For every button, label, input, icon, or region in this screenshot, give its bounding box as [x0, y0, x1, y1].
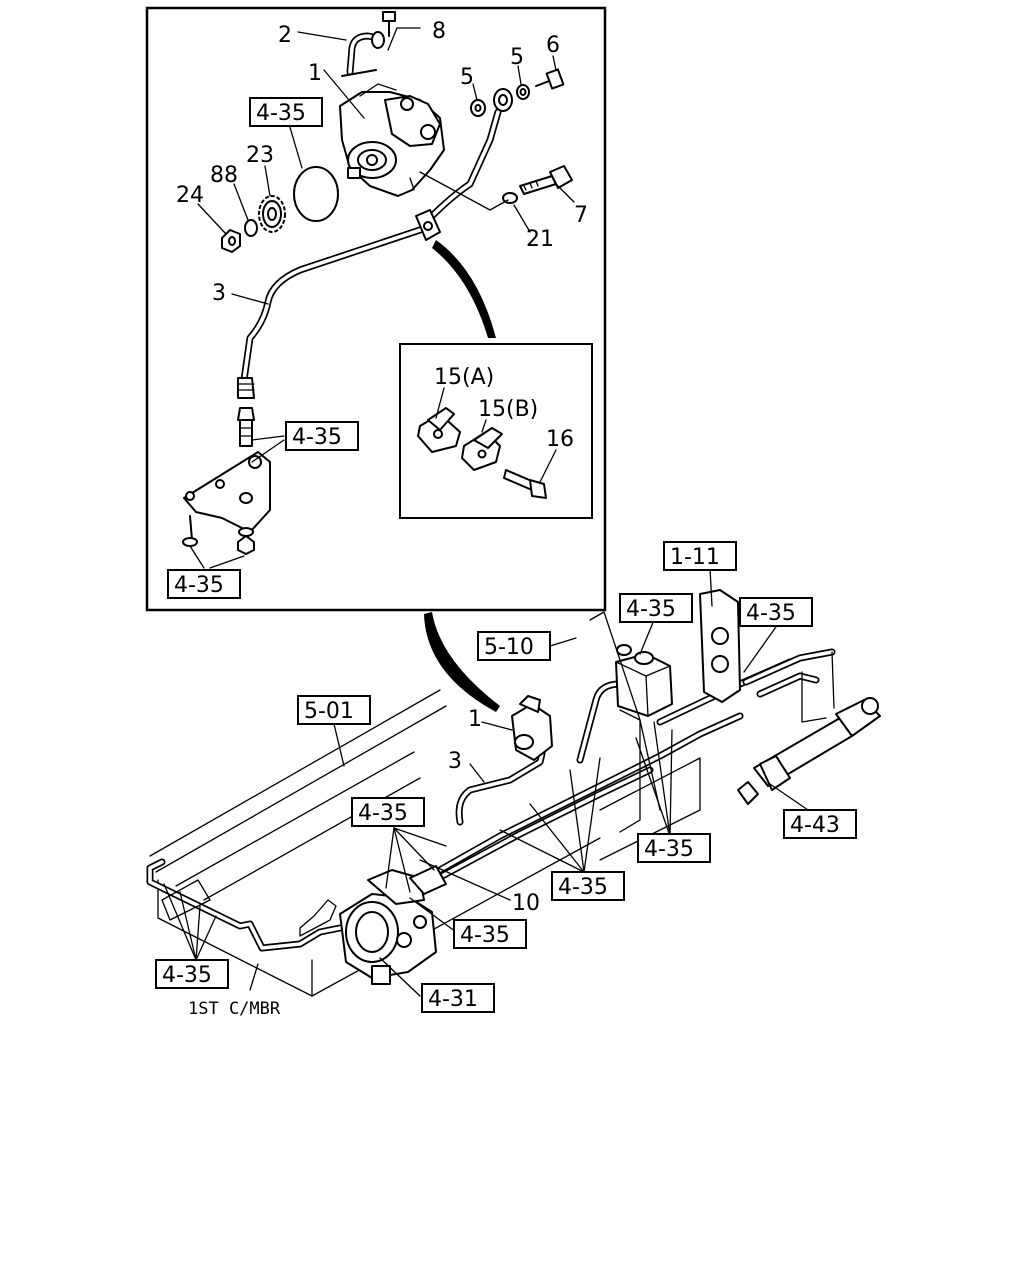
bracket-nut [237, 527, 255, 555]
nut-part-24 [221, 229, 241, 253]
ref-box-right: 4-35 [739, 597, 813, 627]
svg-text:4-35: 4-35 [626, 597, 676, 622]
clip-part-15b [461, 427, 503, 471]
ref-box-detail-top: 4-35 [249, 97, 323, 127]
svg-text:1-11: 1-11 [670, 545, 720, 570]
main-leaders [163, 567, 809, 997]
bracket-bolt [182, 515, 198, 547]
ref-box-gear: 4-35 [453, 919, 527, 949]
cross-member [146, 858, 344, 952]
callout-5a: 5 [460, 65, 474, 90]
bolt-part-8 [382, 11, 421, 51]
detail-leaders [189, 31, 575, 569]
svg-text:4-35: 4-35 [256, 101, 306, 126]
connector-part [237, 407, 255, 447]
hose-elbow-part [341, 31, 385, 77]
svg-text:4-35: 4-35 [162, 963, 212, 988]
callout-main-3: 3 [448, 749, 462, 774]
callout-15a: 15(A) [434, 365, 494, 390]
ref-box-4-31: 4-31 [421, 983, 495, 1013]
cylinder-hoses [742, 648, 836, 723]
callout-15b: 15(B) [478, 397, 538, 422]
ref-box-rail: 4-35 [637, 833, 711, 863]
callout-5b: 5 [510, 45, 524, 70]
ref-box-bottom-left: 4-35 [155, 959, 229, 989]
pipe-clip [415, 209, 441, 241]
svg-text:4-35: 4-35 [460, 923, 510, 948]
ref-box-detail-bottom: 4-35 [167, 569, 241, 599]
main-pump [511, 695, 553, 761]
inset-frame [399, 343, 593, 519]
o-ring-part [293, 166, 339, 222]
bolt-part-16 [503, 469, 547, 499]
pressure-line [426, 88, 513, 222]
svg-text:4-31: 4-31 [428, 987, 478, 1012]
callout-main-10: 10 [512, 891, 540, 916]
svg-text:4-43: 4-43 [790, 813, 840, 838]
callout-88: 88 [210, 163, 238, 188]
washer-part-88 [244, 219, 258, 237]
svg-text:4-35: 4-35 [358, 801, 408, 826]
callout-main-1: 1 [468, 707, 482, 732]
ref-box-5-10: 5-10 [477, 631, 551, 661]
ref-box-1-11: 1-11 [663, 541, 737, 571]
svg-text:5-10: 5-10 [484, 635, 534, 660]
reservoir-tank [615, 644, 673, 717]
callout-21: 21 [526, 227, 554, 252]
svg-text:4-35: 4-35 [174, 573, 224, 598]
ref-box-5-01: 5-01 [297, 695, 371, 725]
ref-box-tank: 4-35 [619, 593, 693, 623]
svg-text:4-35: 4-35 [644, 837, 694, 862]
callout-3: 3 [212, 281, 226, 306]
pump-body-part [339, 83, 445, 197]
ref-box-left: 4-35 [351, 797, 425, 827]
bracket-part [183, 451, 271, 533]
bolt-part-7 [519, 165, 573, 195]
svg-text:4-35: 4-35 [558, 875, 608, 900]
callout-16: 16 [546, 427, 574, 452]
return-pipe [237, 224, 430, 399]
washer-part-5a [470, 99, 486, 117]
callout-6: 6 [546, 33, 560, 58]
gear-part [258, 195, 286, 233]
callout-23: 23 [246, 143, 274, 168]
pointer-arrow-inset [432, 240, 496, 338]
frame-bracket [589, 589, 741, 833]
ref-box-detail-mid: 4-35 [285, 421, 359, 451]
detail-frame [145, 6, 607, 612]
power-cylinder [737, 697, 881, 805]
callout-7: 7 [574, 203, 588, 228]
steering-gearbox [339, 865, 447, 985]
cross-member-label: 1ST C/MBR [188, 999, 281, 1019]
washer-part-5b [516, 84, 530, 100]
clip-part-15a [417, 407, 461, 453]
pointer-arrow-main [424, 612, 500, 712]
ref-box-mid: 4-35 [551, 871, 625, 901]
svg-text:4-35: 4-35 [746, 601, 796, 626]
svg-text:4-35: 4-35 [292, 425, 342, 450]
callout-2: 2 [278, 23, 292, 48]
callout-8: 8 [432, 19, 446, 44]
bolt-part-6 [535, 68, 565, 90]
svg-text:5-01: 5-01 [304, 699, 354, 724]
ref-box-4-43: 4-43 [783, 809, 857, 839]
callout-1: 1 [308, 61, 322, 86]
callout-24: 24 [176, 183, 204, 208]
